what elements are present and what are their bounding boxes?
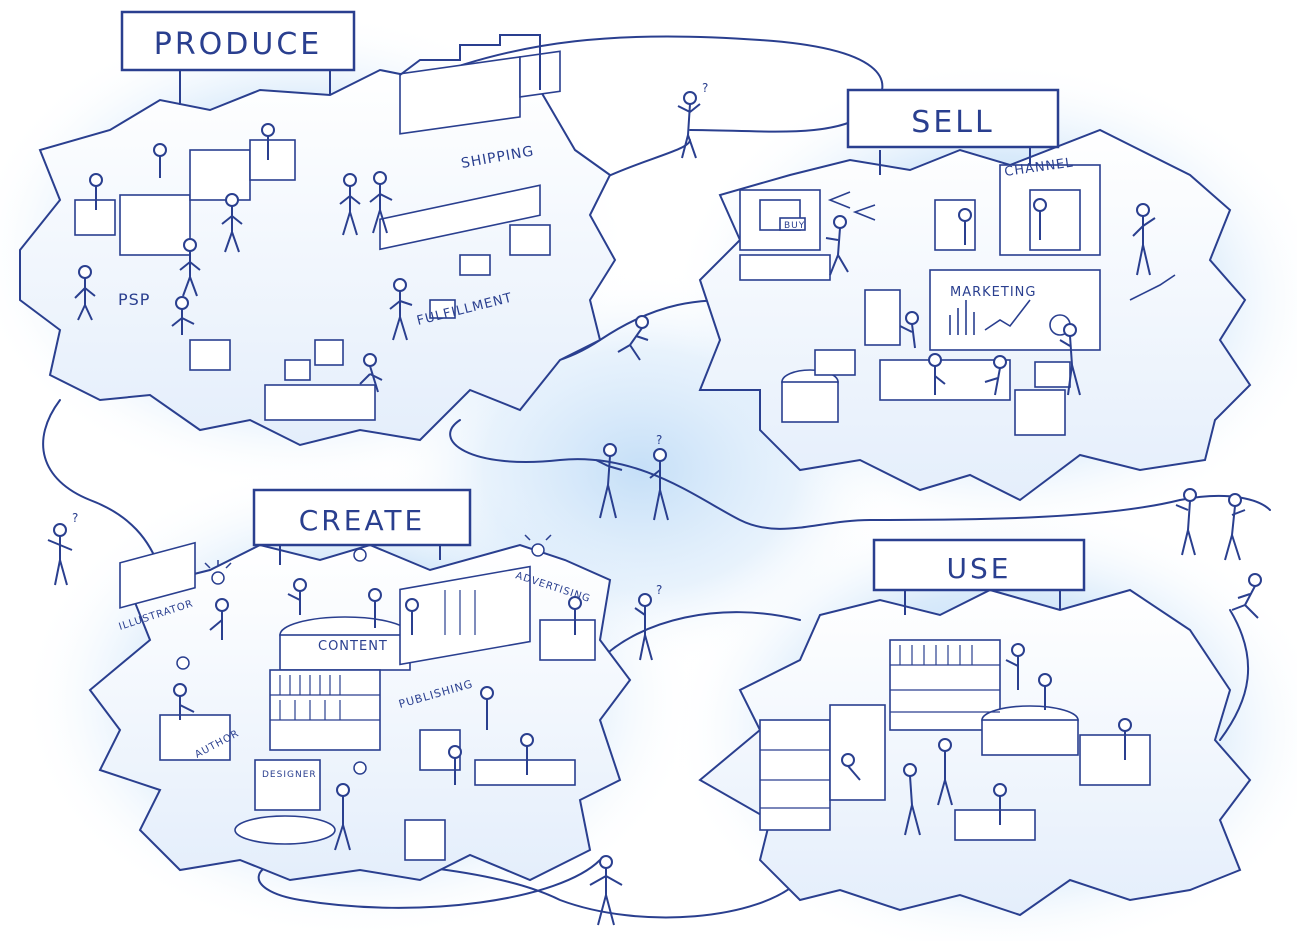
question-mark: ? (656, 583, 663, 597)
content-label: CONTENT (318, 639, 388, 654)
produce-title: PRODUCE (154, 27, 323, 62)
create-title: CREATE (299, 504, 425, 537)
create-sign (252, 488, 472, 547)
create-island: CREATE CONTENT ILLUSTRATOR ADVERTISING P… (88, 488, 632, 882)
produce-island: PRODUCE PSP SHIPPING FULFILLMENT (19, 10, 617, 447)
psp-label: PSP (118, 290, 150, 309)
use-title: USE (947, 552, 1012, 585)
designer-label: DESIGNER (262, 770, 317, 780)
sell-island: SELL CHANNEL MARKETING BUY (698, 88, 1252, 502)
use-island: USE (698, 538, 1252, 917)
question-mark: ? (72, 511, 79, 525)
marketing-label: MARKETING (950, 285, 1036, 300)
wandering-figures (47, 91, 1262, 926)
question-marks: ? ? ? ? (72, 81, 709, 597)
question-mark: ? (656, 433, 663, 447)
sell-title: SELL (911, 105, 994, 140)
sell-sign (846, 88, 1060, 149)
buy-label: BUY (784, 221, 805, 231)
question-mark: ? (702, 81, 709, 95)
use-sign (872, 538, 1086, 592)
produce-sign (120, 10, 356, 72)
